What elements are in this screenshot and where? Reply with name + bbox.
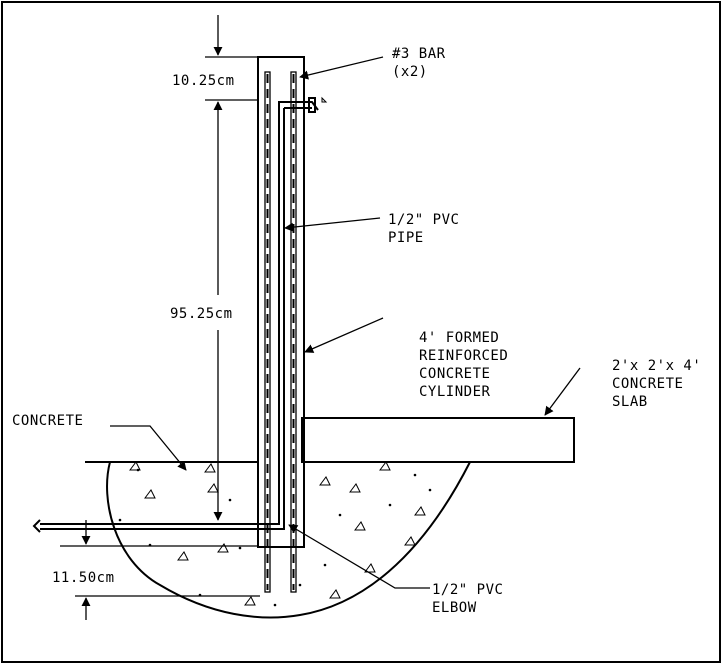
elbow-label-line2: ELBOW (432, 600, 477, 616)
concrete-cylinder (257, 56, 305, 548)
pipe-callout: 1/2" PVC PIPE (388, 212, 459, 246)
bar-callout: #3 BAR (x2) (392, 46, 446, 80)
concrete-aggregate (118, 461, 432, 607)
concrete-slab (301, 417, 575, 463)
concrete-label: CONCRETE (12, 413, 83, 429)
dim-top-label: 10.25cm (172, 73, 235, 89)
pvc-elbow (32, 519, 285, 533)
pvc-pipe (278, 96, 328, 520)
rebar-bars (264, 71, 297, 593)
bar-label-line2: (x2) (392, 64, 428, 80)
cylinder-callout: 4' FORMED REINFORCED CONCRETE CYLINDER (419, 330, 508, 400)
cylinder-label-line3: CONCRETE (419, 366, 490, 382)
dim-middle-label: 95.25cm (170, 306, 233, 322)
cylinder-label-line1: 4' FORMED (419, 330, 499, 346)
cylinder-label-line2: REINFORCED (419, 348, 508, 364)
cylinder-label-line4: CYLINDER (419, 384, 491, 400)
dimension-lines (60, 15, 260, 620)
pipe-label-line1: 1/2" PVC (388, 212, 459, 228)
slab-callout: 2'x 2'x 4' CONCRETE SLAB (612, 358, 701, 410)
bar-label-line1: #3 BAR (392, 46, 446, 62)
elbow-label-line1: 1/2" PVC (432, 582, 503, 598)
slab-label-line3: SLAB (612, 394, 648, 410)
concrete-footing (106, 461, 471, 619)
pipe-label-line2: PIPE (388, 230, 424, 246)
slab-label-line1: 2'x 2'x 4' (612, 358, 701, 374)
slab-label-line2: CONCRETE (612, 376, 683, 392)
leader-lines (110, 56, 581, 589)
elbow-callout: 1/2" PVC ELBOW (432, 582, 503, 616)
dim-bottom-label: 11.50cm (52, 570, 115, 586)
